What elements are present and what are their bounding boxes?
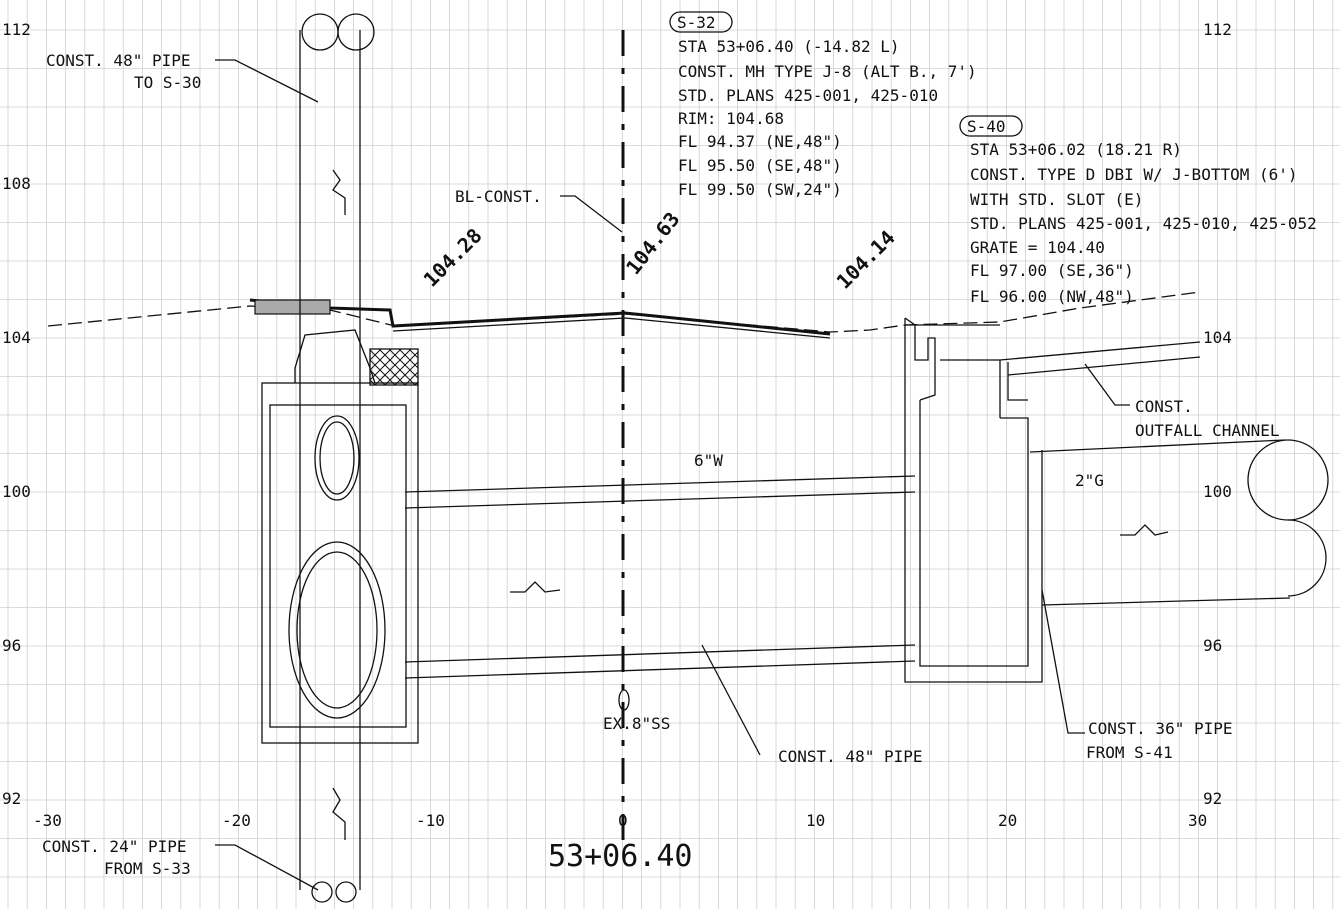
x-tick: 20 [998, 811, 1017, 830]
pipe48-bottom-label: CONST. 48" PIPE [778, 747, 923, 766]
x-tick: -10 [416, 811, 445, 830]
s32-line: RIM: 104.68 [678, 109, 784, 128]
horizontal-pipe-48 [404, 475, 916, 679]
x-axis: -30 -20 -10 0 10 20 30 [33, 811, 1207, 830]
pipe24-line1: CONST. 24" PIPE [42, 837, 187, 856]
inlet-s40 [904, 317, 1043, 683]
manhole-s32 [261, 329, 419, 744]
s32-line: CONST. MH TYPE J-8 (ALT B., 7') [678, 62, 977, 81]
station-label: 53+06.40 [548, 839, 693, 874]
elevation-label: 104.63 [621, 207, 684, 279]
y-tick: 112 [1203, 20, 1232, 39]
grade-ring [369, 348, 419, 386]
pipe48-top-line1: CONST. 48" PIPE [46, 51, 191, 70]
y-axis-left: 112 108 104 100 96 92 [2, 20, 31, 808]
outfall-line1: CONST. [1135, 397, 1193, 416]
y-tick: 92 [1203, 789, 1222, 808]
pipe-36 [1029, 439, 1329, 606]
sewer-pipe-symbol [618, 689, 630, 711]
gas-label: 2"G [1075, 471, 1104, 490]
s32-line: FL 94.37 (NE,48") [678, 132, 842, 151]
s32-line: STD. PLANS 425-001, 425-010 [678, 86, 938, 105]
y-tick: 92 [2, 789, 21, 808]
y-tick: 100 [2, 482, 31, 501]
s40-line: FL 97.00 (SE,36") [970, 261, 1134, 280]
s40-line: WITH STD. SLOT (E) [970, 190, 1143, 209]
s40-line: STA 53+06.02 (18.21 R) [970, 140, 1182, 159]
pipe36-line1: CONST. 36" PIPE [1088, 719, 1233, 738]
centerline-label: BL-CONST. [455, 187, 542, 206]
pipe24-line2: FROM S-33 [104, 859, 191, 878]
outfall-channel [999, 341, 1201, 376]
outfall-line2: OUTFALL CHANNEL [1135, 421, 1280, 440]
s32-id: S-32 [677, 13, 716, 32]
s32-line: FL 95.50 (SE,48") [678, 156, 842, 175]
s40-line: STD. PLANS 425-001, 425-010, 425-052 [970, 214, 1317, 233]
sewer-label: EX.8"SS [603, 714, 670, 733]
s40-callout: S-40 STA 53+06.02 (18.21 R) CONST. TYPE … [959, 115, 1317, 306]
flow-arrows [332, 169, 1169, 840]
elevation-label: 104.28 [419, 223, 487, 291]
leader-lines [215, 59, 1130, 891]
water-label: 6"W [694, 451, 723, 470]
y-tick: 108 [2, 174, 31, 193]
elevation-label: 104.14 [832, 225, 900, 293]
curb [254, 299, 331, 315]
x-tick: -20 [222, 811, 251, 830]
existing-ground-line [47, 291, 1201, 333]
pipe36-line2: FROM S-41 [1086, 743, 1173, 762]
y-tick: 104 [1203, 328, 1232, 347]
s40-id: S-40 [967, 117, 1006, 136]
x-tick: -30 [33, 811, 62, 830]
s32-line: FL 99.50 (SW,24") [678, 180, 842, 199]
y-tick: 104 [2, 328, 31, 347]
x-tick: 30 [1188, 811, 1207, 830]
s40-line: FL 96.00 (NW,48") [970, 287, 1134, 306]
s40-line: CONST. TYPE D DBI W/ J-BOTTOM (6') [970, 165, 1298, 184]
y-tick: 112 [2, 20, 31, 39]
pipe48-top-line2: TO S-30 [134, 73, 201, 92]
vertical-pipe-48 [299, 13, 375, 903]
y-tick: 100 [1203, 482, 1232, 501]
y-tick: 96 [2, 636, 21, 655]
y-axis-right: 112 104 100 96 92 [1203, 20, 1232, 808]
finished-grade-under [392, 317, 831, 339]
s40-line: GRATE = 104.40 [970, 238, 1105, 257]
s32-callout: S-32 STA 53+06.40 (-14.82 L) CONST. MH T… [669, 11, 977, 199]
s32-line: STA 53+06.40 (-14.82 L) [678, 37, 900, 56]
y-tick: 96 [1203, 636, 1222, 655]
x-tick: 10 [806, 811, 825, 830]
